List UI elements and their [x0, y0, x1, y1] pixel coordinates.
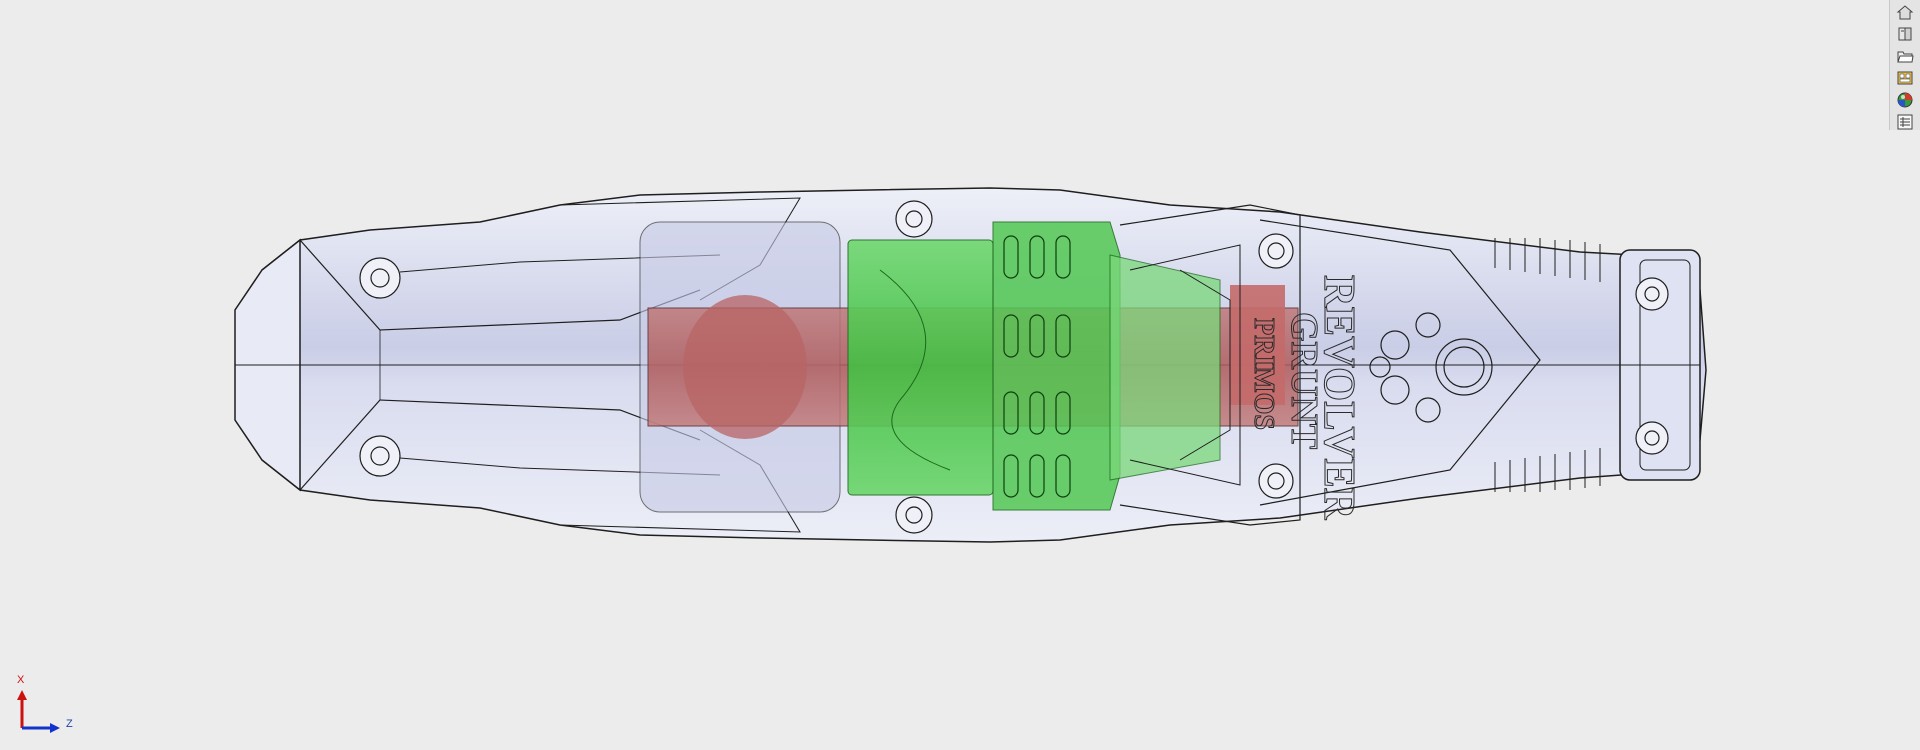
- reference-triad: X Z: [14, 674, 74, 740]
- properties-list-icon: [1897, 114, 1913, 130]
- home-tab[interactable]: [1893, 2, 1917, 22]
- grip-ribs: [1494, 238, 1601, 492]
- bit-holder: [1369, 312, 1493, 423]
- engraving-line3: PRIMOS: [1248, 318, 1279, 430]
- design-library-tab[interactable]: [1893, 24, 1917, 44]
- task-pane-tabs: [1889, 0, 1920, 130]
- ratchet-gear[interactable]: [847, 221, 1221, 511]
- file-explorer-tab[interactable]: [1893, 46, 1917, 66]
- z-axis-label: Z: [66, 718, 73, 730]
- design-library-icon: [1898, 27, 1912, 41]
- screw-bosses: [359, 200, 1669, 534]
- appearances-tab[interactable]: [1893, 90, 1917, 110]
- view-palette-tab[interactable]: [1893, 68, 1917, 88]
- engraving: REVOLVER GRUNT PRIMOS: [1248, 275, 1365, 522]
- custom-properties-tab[interactable]: [1893, 112, 1917, 132]
- front-hub: [1119, 204, 1541, 526]
- engraving-line2: GRUNT: [1283, 312, 1325, 449]
- folder-icon: [1897, 51, 1914, 63]
- home-icon: [1896, 5, 1914, 20]
- view-palette-icon: [1897, 71, 1913, 85]
- engraving-line1: REVOLVER: [1315, 275, 1364, 521]
- x-axis-label: X: [17, 674, 25, 686]
- appearance-ball-icon: [1897, 92, 1913, 108]
